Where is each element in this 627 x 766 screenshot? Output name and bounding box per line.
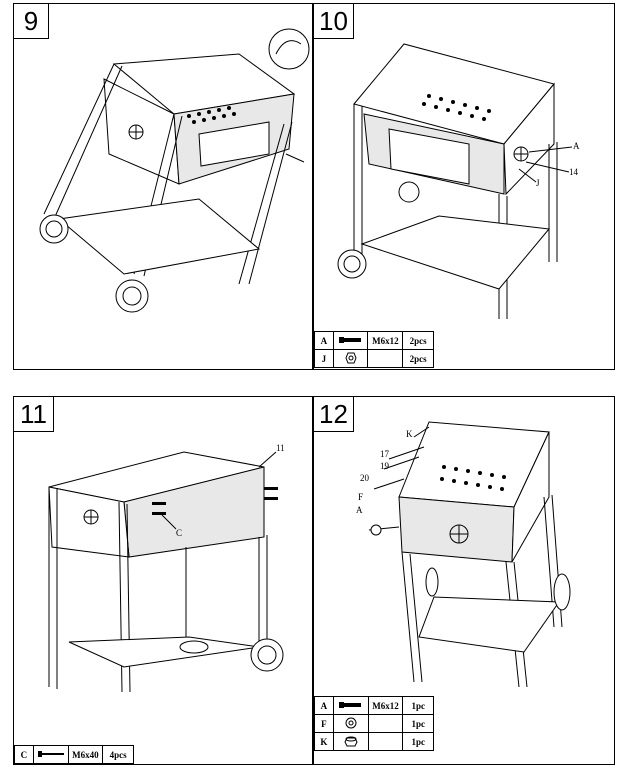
part-spec: M6x12 <box>367 331 404 350</box>
parts-row: A M6x12 1pc <box>314 696 434 715</box>
part-qty: 2pcs <box>402 349 434 368</box>
long-bolts-c <box>152 487 278 515</box>
parts-table: A M6x12 1pc F 1pc K 1pc <box>314 696 434 751</box>
step-10-panel: 10 A 14 J A M6x12 2pcs <box>313 3 615 370</box>
callout-14: 14 <box>569 167 578 177</box>
part-spec: M6x40 <box>67 745 104 764</box>
wheel-rear <box>398 181 420 203</box>
callout-f: F <box>358 492 364 502</box>
part-qty: 1pc <box>402 732 434 751</box>
part-letter: K <box>314 732 334 751</box>
part-qty: 2pcs <box>402 331 434 350</box>
leader-j <box>518 168 537 183</box>
step-number: 10 <box>314 4 354 39</box>
callout-a: A <box>573 141 580 151</box>
leader-17 <box>388 446 425 460</box>
wheel-right <box>553 573 571 611</box>
step-9-panel: 9 <box>13 3 313 370</box>
part-qty: 4pcs <box>102 745 134 764</box>
long-bolt-icon <box>32 745 69 764</box>
step-number: 12 <box>314 397 354 432</box>
callout-j: J <box>536 178 540 188</box>
leader-19 <box>383 456 420 470</box>
handle-bolt <box>285 153 305 163</box>
washer-icon <box>332 714 369 733</box>
bolt-icon <box>332 696 369 715</box>
charcoal-grate <box>440 465 506 491</box>
detail-callout <box>268 28 310 70</box>
callout-a: A <box>356 505 363 515</box>
parts-row: K 1pc <box>314 732 434 751</box>
part-qty: 1pc <box>402 714 434 733</box>
air-vent <box>513 146 529 162</box>
firebox-side <box>511 431 550 563</box>
parts-row: C M6x40 4pcs <box>14 745 134 764</box>
bottom-shelf <box>418 596 560 653</box>
callout-17: 17 <box>380 449 389 459</box>
lock-nut-icon <box>332 732 369 751</box>
callout-20: 20 <box>360 473 369 483</box>
leader-20 <box>373 478 405 490</box>
leader-k <box>413 426 430 438</box>
part-spec <box>367 714 404 733</box>
callout-c: C <box>176 528 183 538</box>
leader-14 <box>525 161 570 173</box>
step-11-illustration <box>48 451 284 693</box>
parts-table: C M6x40 4pcs <box>14 745 134 764</box>
wheel-right <box>115 279 149 313</box>
callout-k: K <box>406 429 413 439</box>
step-10-illustration <box>337 43 573 319</box>
bottom-shelf <box>68 636 260 668</box>
step-12-illustration <box>368 421 571 688</box>
step-number: 9 <box>14 4 49 39</box>
part-spec <box>367 349 404 368</box>
wheel-left <box>337 249 367 279</box>
bottom-shelf <box>57 198 261 275</box>
part-spec: M6x12 <box>367 696 404 715</box>
part-letter: F <box>314 714 334 733</box>
wheel-right <box>250 638 284 672</box>
step-9-illustration <box>39 28 310 313</box>
part-letter: C <box>14 745 34 764</box>
part-letter: J <box>314 349 334 368</box>
part-letter: A <box>314 696 334 715</box>
bottom-shelf <box>360 215 550 290</box>
air-vent <box>128 124 144 140</box>
parts-row: F 1pc <box>314 714 434 733</box>
nut-icon <box>332 349 369 368</box>
leader-a <box>528 146 573 153</box>
leader-11 <box>258 451 277 468</box>
parts-row: A M6x12 2pcs <box>314 331 434 350</box>
part-spec <box>367 732 404 751</box>
callout-11: 11 <box>276 443 285 453</box>
leader-c <box>161 514 177 530</box>
parts-table: A M6x12 2pcs J 2pcs <box>314 331 434 368</box>
wheel-left <box>425 567 439 597</box>
wheel-left <box>39 214 69 244</box>
firebox-front <box>398 496 515 563</box>
bolt-icon <box>332 331 369 350</box>
part-letter: A <box>314 331 334 350</box>
firebox-window <box>198 121 270 167</box>
step-12-panel: 12 K 17 19 20 F A A M6x <box>313 396 615 765</box>
air-vent <box>449 524 469 544</box>
parts-row: J 2pcs <box>314 349 434 368</box>
firebox-side <box>503 82 555 196</box>
step-11-panel: 11 11 C C M6x40 4pcs <box>13 396 313 765</box>
step-number: 11 <box>14 397 54 432</box>
part-qty: 1pc <box>402 696 434 715</box>
side-panel <box>48 486 130 558</box>
air-vent <box>83 509 99 525</box>
firebox-window <box>388 128 470 185</box>
wheel-rear <box>179 640 209 654</box>
charcoal-grate <box>422 94 491 121</box>
callout-19: 19 <box>380 461 389 471</box>
charcoal-grate <box>187 106 236 124</box>
